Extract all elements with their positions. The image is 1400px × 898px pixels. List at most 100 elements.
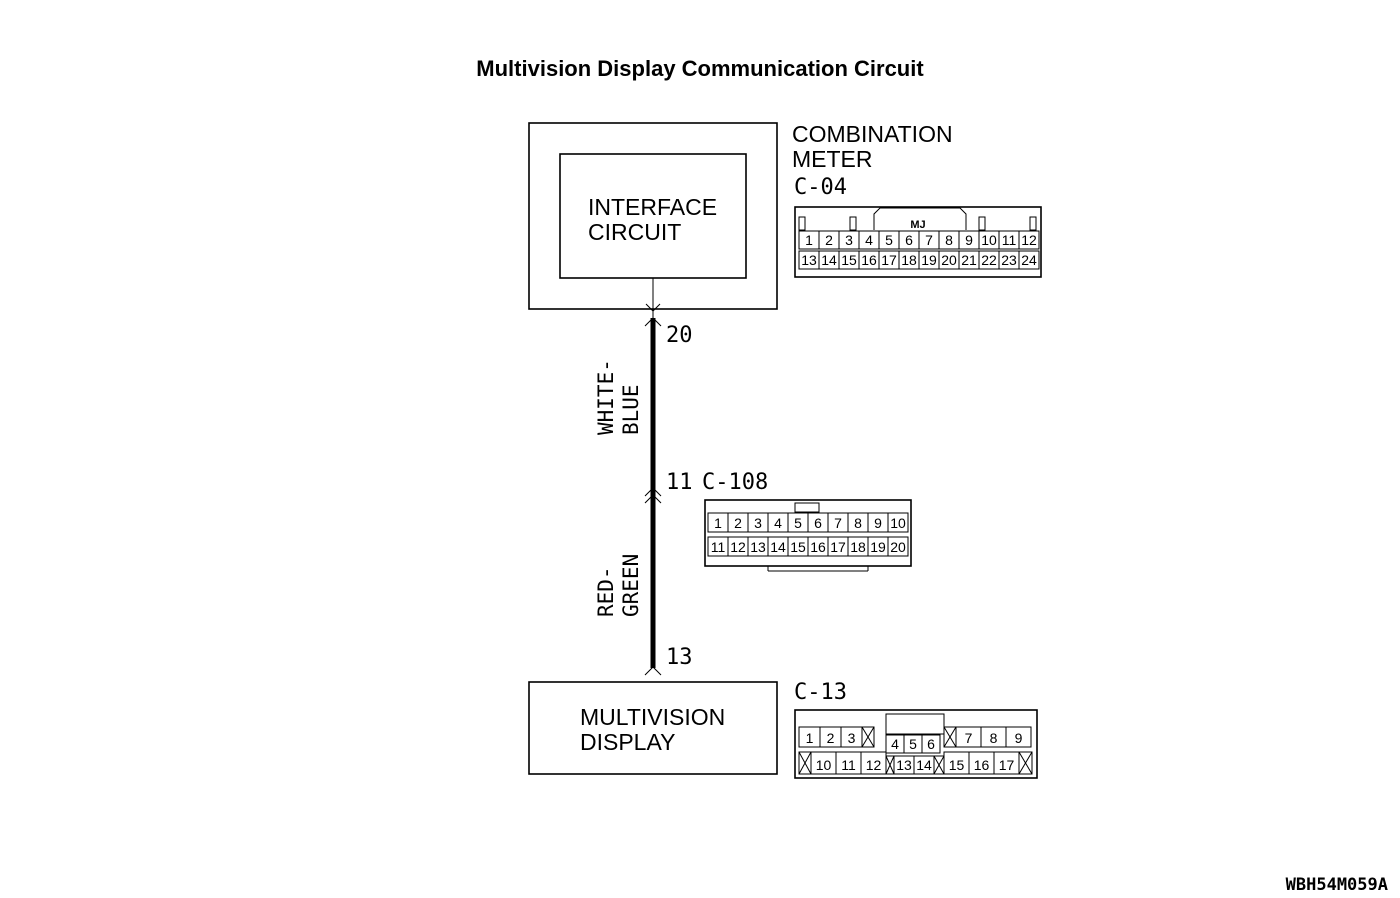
blank-cavity — [1018, 751, 1033, 775]
c108-pin-10: 10 — [890, 515, 906, 531]
c04-pin-7: 7 — [925, 232, 933, 248]
blank-cavity-cross — [1018, 751, 1033, 775]
c13-pin-6: 6 — [927, 736, 935, 752]
c04-pin-1: 1 — [805, 232, 813, 248]
c13-pin-17: 17 — [999, 757, 1015, 773]
c108-pin-1: 1 — [714, 515, 722, 531]
pin-13-label: 13 — [666, 645, 693, 670]
c108-pin-8: 8 — [854, 515, 862, 531]
wire-color-upper-2: BLUE — [619, 384, 643, 435]
c108-pin-3: 3 — [754, 515, 762, 531]
c108-pin-2: 2 — [734, 515, 742, 531]
c13-pin-16: 16 — [974, 757, 990, 773]
c04-pin-23: 23 — [1001, 252, 1017, 268]
c04-pin-9: 9 — [965, 232, 973, 248]
blank-cavity-cross — [861, 726, 875, 748]
connector-c108-label: C-108 — [702, 470, 768, 495]
blank-cavity-cross — [885, 755, 895, 775]
junction-mark-upper — [644, 487, 662, 497]
interface-circuit-label-2: CIRCUIT — [588, 219, 681, 245]
c04-pin-8: 8 — [945, 232, 953, 248]
connector-c04-label: C-04 — [794, 175, 847, 200]
c108-pin-5: 5 — [794, 515, 802, 531]
wire-color-upper-1: WHITE- — [594, 359, 618, 435]
c04-pin-10: 10 — [981, 232, 997, 248]
c13-pin-12: 12 — [866, 757, 882, 773]
c04-pin-4: 4 — [865, 232, 873, 248]
connector-c04-tag: MJ — [910, 219, 925, 231]
c13-pin-5: 5 — [909, 736, 917, 752]
c13-pin-2: 2 — [827, 730, 835, 746]
c04-pin-19: 19 — [921, 252, 937, 268]
c108-cell — [887, 512, 909, 533]
c04-pin-6: 6 — [905, 232, 913, 248]
combination-meter-label-1: COMBINATION — [792, 121, 953, 147]
c108-pin-6: 6 — [814, 515, 822, 531]
connector-c13-label: C-13 — [794, 680, 847, 705]
c13-pin-8: 8 — [990, 730, 998, 746]
c04-pin-15: 15 — [841, 252, 857, 268]
c04-pin-24: 24 — [1021, 252, 1037, 268]
pin-11-label: 11 — [666, 470, 693, 495]
pin-20-label: 20 — [666, 323, 693, 348]
c108-pin-11: 11 — [711, 539, 726, 555]
c04-pin-2: 2 — [825, 232, 833, 248]
c04-pin-3: 3 — [845, 232, 853, 248]
c108-pin-14: 14 — [770, 539, 786, 555]
interface-circuit-label-1: INTERFACE — [588, 194, 717, 220]
figure-code: WBH54M059A — [1286, 875, 1388, 895]
c108-pin-13: 13 — [750, 539, 766, 555]
multivision-display-label-1: MULTIVISION — [580, 704, 725, 730]
c13-pin-14: 14 — [916, 757, 932, 773]
blank-cavity — [861, 726, 875, 748]
c04-pin-17: 17 — [881, 252, 897, 268]
c13-cell — [1005, 726, 1032, 748]
wire-color-lower-1: RED- — [594, 566, 618, 617]
c13-pin-4: 4 — [891, 736, 899, 752]
combination-meter-label-2: METER — [792, 146, 873, 172]
c04-pin-12: 12 — [1021, 232, 1037, 248]
c13-pin-9: 9 — [1015, 730, 1023, 746]
c04-pin-14: 14 — [821, 252, 837, 268]
c13-pin-15: 15 — [949, 757, 965, 773]
c04-pin-20: 20 — [941, 252, 957, 268]
c108-pin-17: 17 — [830, 539, 846, 555]
c108-pin-20: 20 — [890, 539, 906, 555]
c04-pin-11: 11 — [1002, 232, 1017, 248]
c04-pin-16: 16 — [861, 252, 877, 268]
c108-pin-16: 16 — [810, 539, 826, 555]
c04-pin-18: 18 — [901, 252, 917, 268]
blank-cavity-cross — [933, 755, 945, 775]
c108-pin-15: 15 — [790, 539, 806, 555]
c13-pin-1: 1 — [806, 730, 814, 746]
c04-pin-22: 22 — [981, 252, 997, 268]
internal-arrow — [645, 303, 661, 312]
c108-pin-7: 7 — [834, 515, 842, 531]
c13-pin-11: 11 — [841, 757, 856, 773]
pin13-terminal-mark — [644, 666, 662, 676]
c108-cell — [887, 536, 909, 557]
c13-pin-13: 13 — [896, 757, 912, 773]
c108-pin-4: 4 — [774, 515, 782, 531]
c13-pin-3: 3 — [848, 730, 856, 746]
c04-cell — [1018, 250, 1040, 270]
c108-pin-12: 12 — [730, 539, 746, 555]
c108-pin-18: 18 — [850, 539, 866, 555]
c108-pin-19: 19 — [870, 539, 886, 555]
blank-cavity-cross — [798, 751, 812, 775]
c04-cell — [1018, 230, 1040, 250]
c13-pin-7: 7 — [965, 730, 973, 746]
c04-pin-5: 5 — [885, 232, 893, 248]
c13-pin-10: 10 — [816, 757, 832, 773]
multivision-display-box — [528, 681, 778, 775]
wire-color-lower-2: GREEN — [619, 554, 643, 617]
blank-cavity-cross — [943, 726, 957, 748]
c04-pin-13: 13 — [801, 252, 817, 268]
c108-pin-9: 9 — [874, 515, 882, 531]
diagram-title: Multivision Display Communication Circui… — [476, 56, 924, 81]
junction-mark-lower — [644, 494, 662, 504]
